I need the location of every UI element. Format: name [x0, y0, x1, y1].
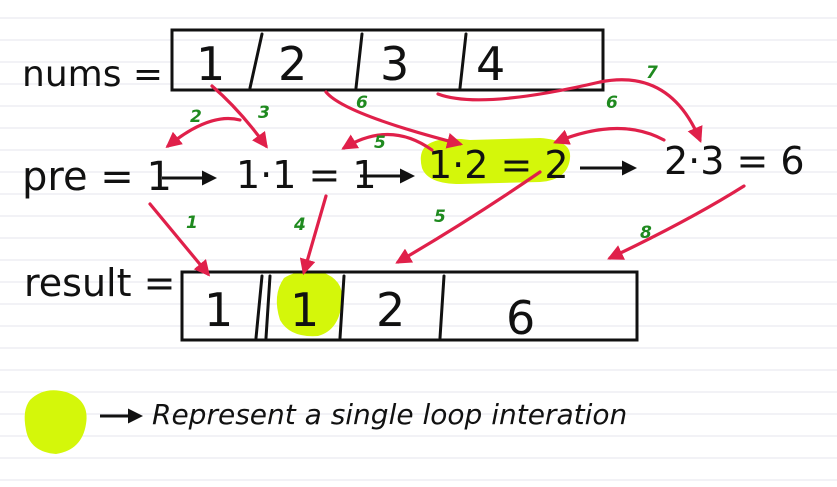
- step-number-5: 5: [434, 207, 446, 227]
- highlight-step2: [420, 138, 571, 184]
- step-number-6: 6: [356, 93, 368, 113]
- legend-text: Represent a single loop interation: [152, 398, 627, 431]
- highlight-legend-swatch: [24, 390, 87, 454]
- pre-step-1: 1·1 = 1: [236, 153, 377, 197]
- flow-arrow-3: [210, 84, 268, 149]
- flow-arrow-1: [148, 202, 211, 277]
- flow-arrow-2: [165, 116, 242, 149]
- nums-divider: [458, 32, 468, 90]
- nums-value-1: 1: [196, 37, 225, 91]
- nums-divider: [248, 32, 264, 90]
- result-divider: [254, 274, 264, 340]
- pre-step-3: 2·3 = 6: [664, 139, 805, 183]
- nums-array-box: [170, 28, 605, 92]
- step-number-2: 2: [190, 107, 202, 127]
- pre-step-2: 1·2 = 2: [428, 143, 569, 187]
- flow-arrow-5b: [395, 170, 542, 264]
- result-divider: [438, 274, 446, 340]
- result-value-1: 1: [204, 283, 233, 337]
- result-array-box: [180, 270, 639, 342]
- nums-label: nums =: [22, 54, 163, 95]
- nums-divider: [354, 32, 364, 90]
- step-number-8: 8: [640, 223, 652, 243]
- highlight-result-cell-2: [276, 270, 343, 337]
- flow-arrow-6b: [553, 126, 666, 145]
- result-divider: [264, 274, 272, 340]
- step-number-6: 6: [606, 93, 618, 113]
- step-number-7: 7: [646, 63, 658, 83]
- step-number-4: 4: [293, 215, 306, 235]
- step-number-5: 5: [374, 133, 386, 153]
- result-value-4: 6: [506, 291, 535, 345]
- result-value-3: 2: [376, 283, 405, 337]
- flow-arrow-5a: [341, 132, 434, 152]
- nums-value-3: 3: [380, 37, 409, 91]
- result-divider: [338, 274, 346, 340]
- step-number-1: 1: [186, 213, 198, 233]
- pre-label: pre = 1: [22, 154, 172, 200]
- flow-arrow-6a: [324, 90, 464, 149]
- nums-value-4: 4: [476, 37, 505, 91]
- ruled-lines: [0, 17, 837, 481]
- flow-arrow-8: [607, 184, 746, 260]
- step-number-3: 3: [258, 103, 270, 123]
- result-value-2: 1: [290, 283, 319, 337]
- flow-arrow-4: [299, 194, 328, 276]
- nums-value-2: 2: [278, 37, 307, 91]
- result-label: result =: [24, 261, 175, 305]
- flow-arrow-7: [436, 78, 703, 143]
